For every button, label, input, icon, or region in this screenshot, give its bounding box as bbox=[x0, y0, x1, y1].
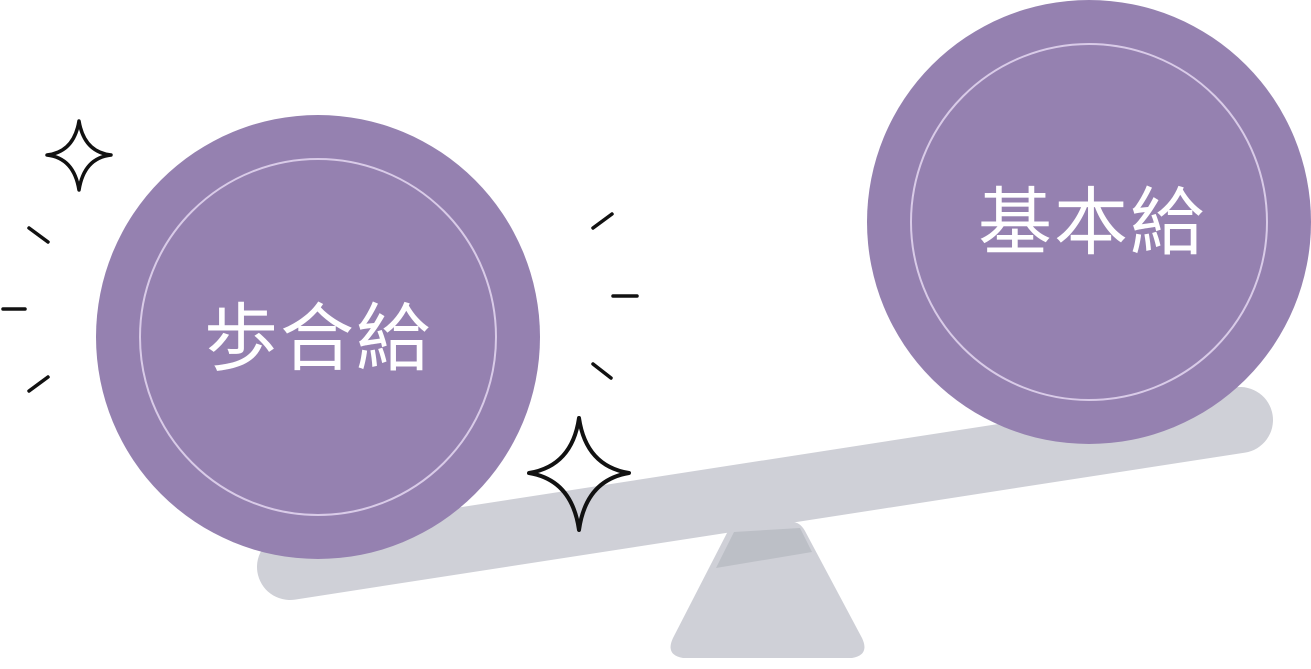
left-weight: 歩合給 bbox=[96, 115, 540, 559]
right-weight-label: 基本給 bbox=[978, 180, 1206, 266]
emphasis-line-icon bbox=[591, 212, 614, 230]
fulcrum-shadow bbox=[716, 528, 812, 568]
emphasis-line-icon bbox=[27, 375, 50, 393]
sparkle-icon bbox=[45, 119, 113, 192]
emphasis-lines-left bbox=[1, 226, 50, 393]
emphasis-line-icon bbox=[27, 226, 50, 244]
emphasis-lines-right bbox=[591, 212, 639, 380]
right-weight-disc bbox=[867, 0, 1311, 444]
left-weight-ring bbox=[139, 158, 497, 516]
right-weight-ring bbox=[910, 43, 1268, 401]
fulcrum-triangle bbox=[670, 522, 865, 658]
right-weight: 基本給 bbox=[867, 0, 1311, 444]
emphasis-line-icon bbox=[591, 362, 613, 380]
fulcrum bbox=[670, 522, 865, 658]
left-weight-label: 歩合給 bbox=[204, 296, 432, 382]
seesaw-beam bbox=[257, 387, 1273, 600]
sparkle-icon bbox=[527, 416, 631, 532]
left-weight-disc bbox=[96, 115, 540, 559]
